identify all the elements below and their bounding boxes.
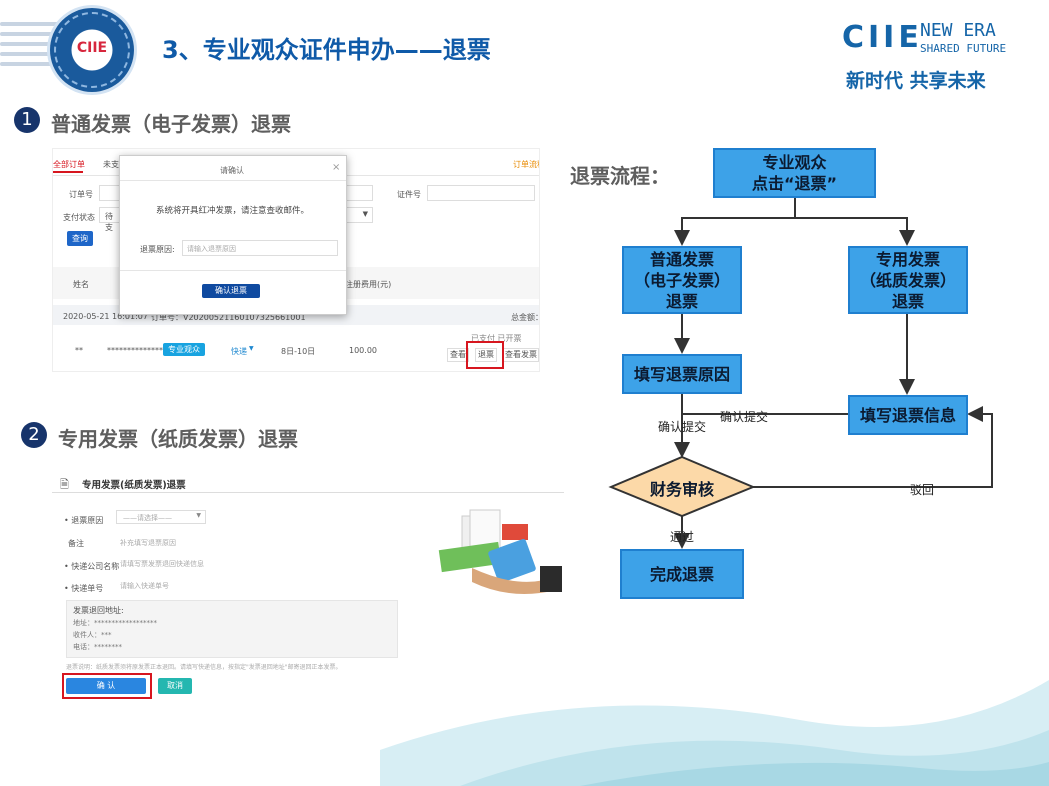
note-input[interactable]: 补充填写退票原因: [120, 539, 176, 547]
modal-divider: [120, 180, 346, 181]
return-address-box: 发票退回地址: 地址：****************** 收件人：*** 电话…: [66, 600, 398, 658]
row-days: 8日-10日: [281, 347, 316, 356]
row-type-badge: 专业观众: [163, 343, 205, 356]
refund-button[interactable]: 退票: [475, 348, 497, 362]
modal-title: 请确认: [220, 166, 244, 175]
review-diamond: [608, 455, 756, 518]
screenshot-electronic-refund: 全部订单 未支 订单流程 订单号 证件号 支付状态 待支 ▼ 查询 姓名 注册费…: [52, 148, 540, 372]
flow-heading: 退票流程：: [570, 164, 670, 188]
label-confirm-submit-right: 确认提交: [720, 410, 769, 424]
modal-message: 系统将开具红冲发票，请注意查收邮件。: [156, 206, 310, 216]
order-flow-link[interactable]: 订单流程: [513, 160, 539, 169]
address-title: 发票退回地址:: [73, 606, 124, 615]
confirm-button[interactable]: 确 认: [66, 678, 146, 694]
logo-ring: [54, 12, 130, 88]
tab-all-orders[interactable]: 全部订单: [53, 160, 85, 169]
refund-illustration: [438, 509, 562, 595]
screenshot-paper-refund: 🗎 专用发票(纸质发票)退票 • 退票原因 ——请选择—— ▼ 备注 补充填写退…: [52, 466, 572, 712]
branch-left-2: （电子发票）: [633, 270, 730, 290]
flow-start-line1: 专业观众: [762, 153, 827, 172]
section-title-1: 普通发票（电子发票）退票: [51, 112, 291, 136]
row-id: ******************: [107, 346, 179, 355]
tracking-input[interactable]: 请输入快递单号: [120, 582, 169, 590]
address-line: 地址：******************: [73, 619, 157, 627]
reason-label: • 退票原因: [64, 516, 104, 525]
view-button[interactable]: 查看: [447, 348, 469, 362]
pay-status-label: 支付状态: [63, 213, 95, 222]
reason-placeholder: 请输入退票原因: [187, 245, 236, 253]
form-title: 专用发票(纸质发票)退票: [82, 480, 186, 491]
chevron-down-icon: ▼: [249, 345, 254, 352]
order-no-label: 订单号: [69, 190, 93, 199]
col-fee: 注册费用(元): [345, 280, 392, 289]
branch-right-3: 退票: [891, 291, 924, 311]
flow-done: 完成退票: [620, 549, 744, 599]
decorative-waves: [380, 680, 1049, 786]
confirm-highlight: [62, 673, 152, 699]
address-phone: 电话：********: [73, 643, 122, 651]
chevron-down-icon: ▼: [362, 210, 368, 218]
note-label: 备注: [68, 539, 84, 548]
flow-review: 财务审核: [650, 480, 715, 499]
query-button[interactable]: 查询: [67, 231, 93, 246]
flow-branch-electronic: 普通发票（电子发票）退票: [622, 246, 742, 314]
courier-label: • 快递公司名称: [64, 562, 120, 571]
row-name: **: [75, 346, 83, 355]
brand-new-era: NEW ERA: [920, 20, 996, 41]
cancel-button[interactable]: 取消: [158, 678, 192, 694]
document-icon: 🗎: [60, 478, 69, 491]
courier-input[interactable]: 请填写票发票退回快递信息: [120, 560, 204, 568]
branch-right-2: （纸质发票）: [859, 270, 956, 290]
brand-mark: CIIE: [842, 20, 923, 55]
brand-shared-future: SHARED FUTURE: [920, 42, 1007, 55]
page-title: 3、专业观众证件申办——退票: [162, 36, 491, 64]
order-date: 2020-05-21 16:01:07: [63, 312, 148, 321]
close-icon[interactable]: ×: [332, 162, 341, 173]
pay-status-value: 待支: [105, 212, 113, 232]
flow-branch-paper: 专用发票（纸质发票）退票: [848, 246, 968, 314]
branch-left-3: 退票: [665, 291, 698, 311]
confirm-modal: 请确认 × 系统将开具红冲发票，请注意查收邮件。 退票原因: 请输入退票原因 确…: [119, 155, 347, 315]
flow-start: 专业观众点击“退票”: [713, 148, 876, 198]
total-label: 总金额：: [511, 313, 540, 322]
tab-unpaid[interactable]: 未支: [103, 160, 119, 169]
reason-input[interactable]: 请输入退票原因: [182, 240, 338, 256]
brand-slogan: 新时代 共享未来: [846, 70, 986, 92]
section-number-1: 1: [14, 107, 40, 133]
reason-select-placeholder: ——请选择——: [123, 514, 172, 522]
chevron-down-icon: ▼: [196, 512, 201, 519]
section-number-2: 2: [21, 422, 47, 448]
reason-select[interactable]: ——请选择—— ▼: [116, 510, 206, 524]
logo-text: CIIE: [76, 40, 108, 56]
label-confirm-submit-left: 确认提交: [658, 420, 707, 434]
branch-right-1: 专用发票: [875, 249, 940, 269]
flow-start-line2: 点击“退票”: [751, 174, 838, 193]
cert-no-input[interactable]: [427, 185, 535, 201]
branch-left-1: 普通发票: [649, 249, 714, 269]
refund-highlight: [466, 341, 504, 369]
form-divider: [52, 492, 564, 493]
flow-fill-info: 填写退票信息: [848, 395, 968, 435]
confirm-refund-button[interactable]: 确认退票: [202, 284, 260, 298]
modal-footer-divider: [120, 270, 346, 271]
section-title-2: 专用发票（纸质发票）退票: [58, 427, 298, 451]
order-number: 订单号：V20200521160107325661001: [151, 313, 306, 322]
refund-instruction: 退票说明：纸质发票须将原发票正本退回。请填写快递信息，按指定"发票退回地址"邮寄…: [66, 664, 342, 671]
col-name: 姓名: [73, 280, 89, 289]
label-pass: 通过: [670, 530, 695, 544]
row-delivery[interactable]: 快递: [231, 347, 247, 356]
flow-fill-reason: 填写退票原因: [622, 354, 742, 394]
row-amount: 100.00: [349, 346, 377, 355]
row-status: 已支付 已开票: [471, 334, 522, 343]
reason-label: 退票原因:: [140, 245, 175, 254]
tab-underline: [53, 171, 83, 173]
label-reject: 驳回: [910, 483, 935, 497]
cert-no-label: 证件号: [397, 190, 421, 199]
header-stripes: [0, 22, 80, 82]
address-recipient: 收件人：***: [73, 631, 112, 639]
tracking-label: • 快递单号: [64, 584, 104, 593]
